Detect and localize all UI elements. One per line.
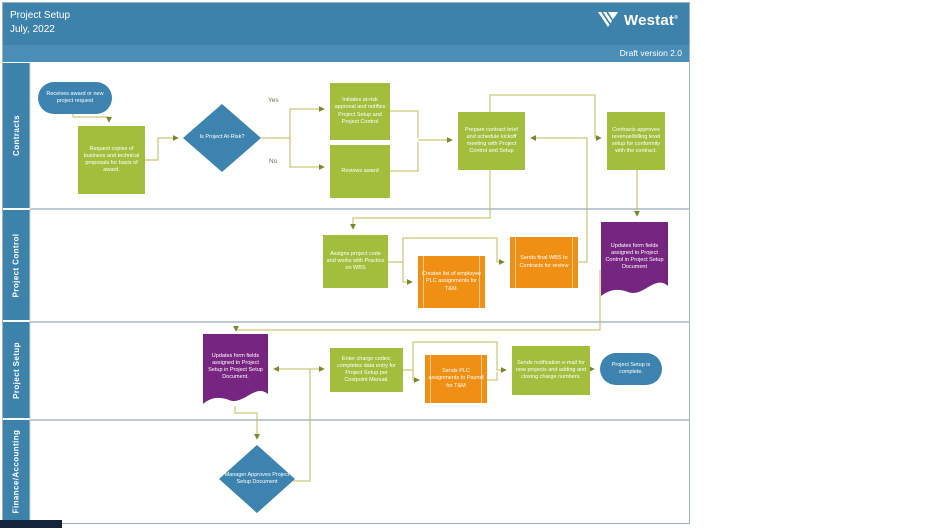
node-text: Contracts approves revenue/billing level…: [611, 126, 661, 155]
document-shape-icon: [203, 334, 268, 404]
node-sends-final-wbs: Sends final WBS to Contracts for review: [510, 237, 578, 288]
bottom-edge-bar: [0, 520, 62, 528]
node-text: Sends notification e-mail for new projec…: [515, 359, 587, 381]
node-creates-plc-list: Creates list of employee PLC assignments…: [418, 256, 485, 308]
node-prepare-contract-brief: Prepare contract brief and schedule kick…: [458, 112, 525, 170]
node-request-copies: Request copies of business and technical…: [78, 126, 145, 194]
page-date: July, 2022: [10, 23, 55, 35]
node-text: Sends PLC assignments to Payroll for T&M: [428, 368, 484, 389]
node-reviews-award: Reviews award: [330, 145, 390, 198]
node-text: Prepare contract brief and schedule kick…: [465, 126, 518, 155]
lane-tab-contracts: Contracts: [2, 63, 30, 208]
node-setup-complete: Project Setup is complete.: [600, 353, 662, 385]
node-initiates-at-risk: Initiates at-risk approval and notifies …: [330, 83, 390, 140]
lane-label: Project Control: [11, 233, 21, 297]
title-bar: Project Setup July, 2022 Westat®: [2, 2, 690, 45]
version-band: Draft version 2.0: [2, 45, 690, 62]
node-sends-notification: Sends notification e-mail for new projec…: [512, 346, 590, 395]
edge-label-no: No: [269, 158, 278, 165]
node-sends-plc-payroll: Sends PLC assignments to Payroll for T&M: [425, 355, 487, 403]
node-updates-fields-project-setup: Updates form fields assigned to Project …: [203, 334, 268, 410]
lane-tab-finance-accounting: Finance/Accounting: [2, 420, 30, 523]
node-contracts-approves: Contracts approves revenue/billing level…: [607, 112, 665, 170]
title-block: Project Setup July, 2022: [10, 9, 70, 36]
node-text: Updates form fields assigned to Project …: [605, 242, 664, 271]
lane-label: Contracts: [11, 115, 21, 156]
node-is-project-at-risk: Is Project At-Risk?: [183, 104, 261, 172]
westat-logo: Westat®: [597, 12, 678, 29]
node-text: Manager Approves Project Setup Document: [224, 471, 290, 485]
node-text: Enter charge codes; completes data entry…: [336, 355, 396, 384]
page-title: Project Setup: [10, 10, 71, 21]
node-text: Project Setup is complete.: [611, 361, 651, 375]
lane-tab-project-control: Project Control: [2, 210, 30, 320]
node-text: Receives award or new project request: [46, 90, 104, 104]
lane-tab-project-setup: Project Setup: [2, 322, 30, 418]
node-assigns-project-code: Assigns project code and works with Prac…: [323, 235, 388, 288]
node-text: Assigns project code and works with Prac…: [326, 250, 385, 272]
node-enter-charge-codes: Enter charge codes; completes data entry…: [330, 348, 403, 392]
node-receives-award: Receives award or new project request: [38, 82, 112, 114]
node-updates-fields-project-control: Updates form fields assigned to Project …: [601, 222, 668, 302]
node-text: Is Project At-Risk?: [199, 134, 245, 141]
diamond-shape-icon: [183, 104, 261, 172]
node-text: Creates list of employee PLC assignments…: [422, 271, 481, 292]
node-text: Request copies of business and technical…: [83, 145, 140, 174]
node-text: Initiates at-risk approval and notifies …: [334, 97, 386, 125]
document-shape-icon: [601, 222, 668, 296]
registered-mark: ®: [674, 15, 678, 21]
node-text: Updates form fields assigned to Project …: [208, 352, 263, 381]
diamond-shape-icon: [219, 445, 295, 513]
brand-text: Westat®: [624, 12, 678, 29]
lane-label: Project Setup: [11, 341, 21, 399]
lane-label: Finance/Accounting: [11, 429, 21, 514]
node-manager-approves: Manager Approves Project Setup Document: [219, 445, 295, 513]
westat-w-icon: [598, 12, 618, 27]
node-text: Sends final WBS to Contracts for review: [519, 255, 569, 269]
edge-label-yes: Yes: [268, 97, 279, 104]
node-text: Reviews award: [341, 167, 379, 174]
